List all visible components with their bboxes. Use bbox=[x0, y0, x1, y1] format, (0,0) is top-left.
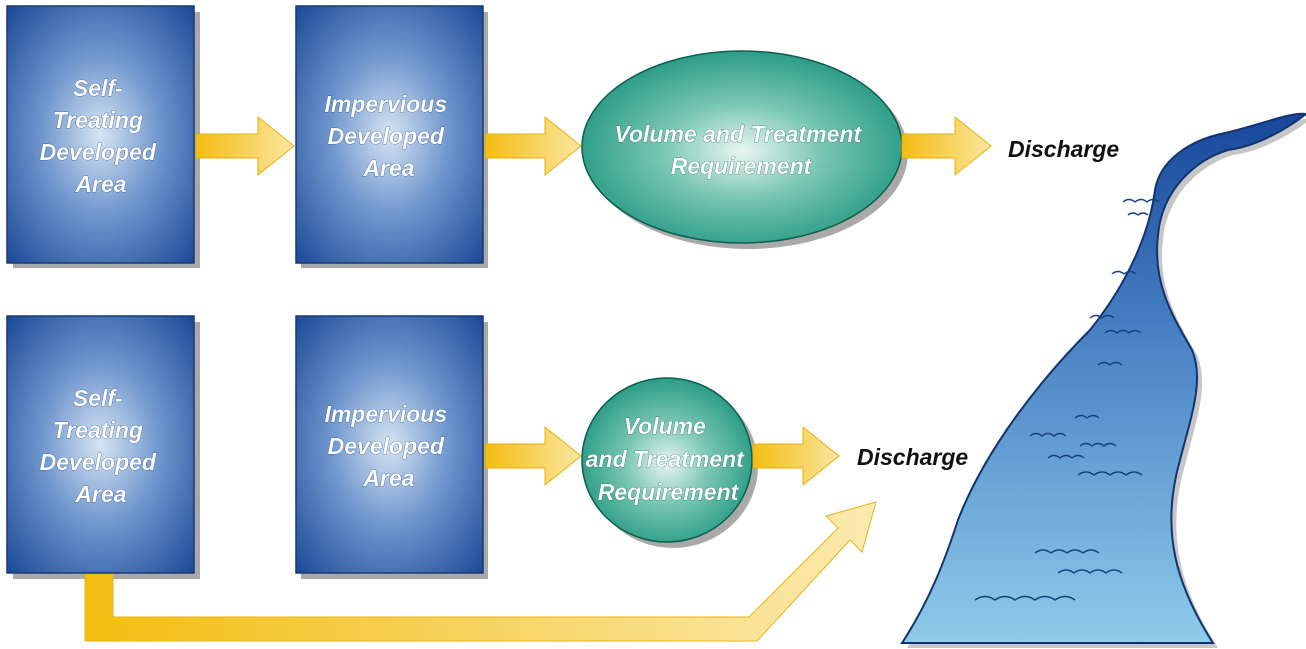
svg-text:Volume and Treatment: Volume and Treatment Requirement bbox=[586, 413, 750, 505]
river-icon bbox=[900, 112, 1306, 648]
self-treating-box bbox=[6, 315, 195, 574]
svg-text:Self- Treating Dev: Self- Treating Developed Area bbox=[40, 385, 163, 507]
svg-text:Self- Treating Dev: Self- Treating Developed Area bbox=[40, 75, 163, 197]
flow-arrow bbox=[195, 115, 295, 177]
impervious-label-line: Impervious bbox=[324, 401, 447, 427]
requirement-label-line: Requirement bbox=[598, 479, 740, 505]
self-treating-box bbox=[6, 5, 195, 264]
requirement-label-line: Volume and Treatment bbox=[614, 121, 862, 147]
self-treating-label-line: Developed bbox=[40, 449, 157, 475]
requirement-label-line: and Treatment bbox=[586, 446, 745, 472]
self-treating-label-line: Developed bbox=[40, 139, 157, 165]
impervious-label-line: Area bbox=[362, 155, 414, 181]
self-treating-label-line: Area bbox=[74, 481, 126, 507]
wave-marks bbox=[974, 198, 1160, 601]
row-2: Self- Treating Developed Area Impervious… bbox=[6, 315, 968, 642]
requirement-oval bbox=[581, 50, 903, 244]
row-1: Self- Treating Developed Area Impervious… bbox=[6, 5, 1119, 268]
discharge-label: Discharge bbox=[1008, 136, 1119, 162]
bypass-flow-arrow bbox=[84, 501, 877, 642]
requirement-oval bbox=[581, 377, 753, 543]
impervious-box bbox=[295, 5, 484, 264]
self-treating-label-line: Area bbox=[74, 171, 126, 197]
flow-arrow bbox=[484, 425, 582, 487]
flow-arrow bbox=[752, 425, 840, 487]
svg-text:Impervious Developed: Impervious Developed Area bbox=[324, 91, 453, 181]
self-treating-label-line: Self- bbox=[73, 75, 123, 101]
self-treating-label-line: Treating bbox=[53, 107, 143, 133]
requirement-label-line: Requirement bbox=[671, 153, 813, 179]
impervious-label-line: Impervious bbox=[324, 91, 447, 117]
impervious-label-line: Area bbox=[362, 465, 414, 491]
flow-arrow bbox=[484, 115, 582, 177]
flow-arrow bbox=[901, 115, 992, 177]
impervious-label-line: Developed bbox=[328, 433, 445, 459]
svg-text:Impervious Developed: Impervious Developed Area bbox=[324, 401, 453, 491]
discharge-label: Discharge bbox=[857, 444, 968, 470]
self-treating-label-line: Self- bbox=[73, 385, 123, 411]
self-treating-label-line: Treating bbox=[53, 417, 143, 443]
svg-text:Volume and Treatment Req: Volume and Treatment Requirement bbox=[614, 121, 867, 179]
impervious-box bbox=[295, 315, 484, 574]
requirement-label-line: Volume bbox=[624, 413, 706, 439]
impervious-label-line: Developed bbox=[328, 123, 445, 149]
